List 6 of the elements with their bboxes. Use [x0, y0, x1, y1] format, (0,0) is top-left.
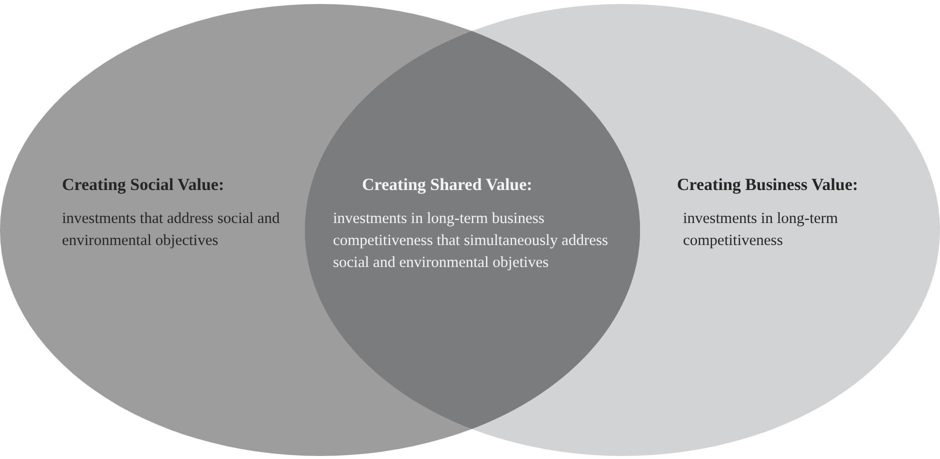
heading: Creating Shared Value:	[362, 174, 532, 196]
description: investments in long-term competitiveness	[683, 209, 839, 251]
heading: Creating Social Value:	[62, 174, 224, 196]
description: investments in long-term business competitiveness that simultaneously address social and environmental objetives	[333, 209, 610, 273]
description: investments that address social and environmental objectives	[62, 209, 281, 251]
heading: Creating Business Value:	[677, 174, 858, 196]
